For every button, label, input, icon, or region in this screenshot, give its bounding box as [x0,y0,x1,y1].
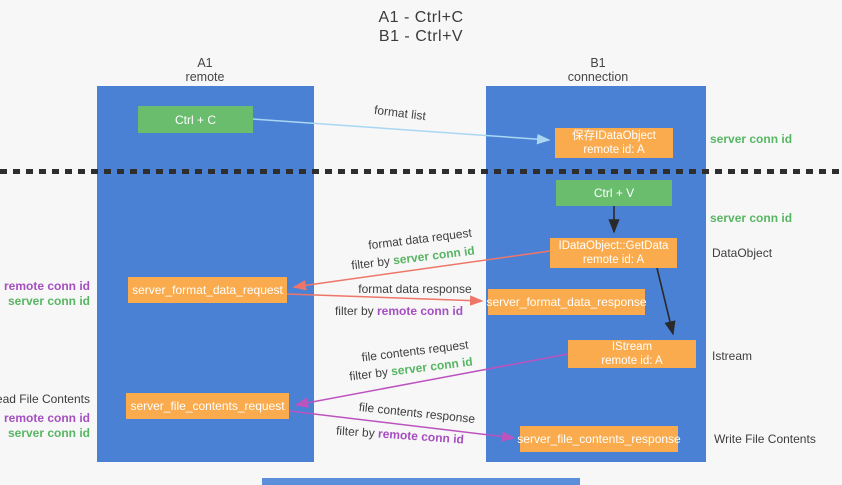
side-label-dataobject: DataObject [712,246,773,260]
title-line-2: B1 - Ctrl+V [378,28,464,45]
arrow-getdata-to-istream [656,267,676,336]
arrow-format-data-response [286,293,484,306]
side-label-server-conn-id-mid: server conn id [710,211,793,225]
edge-label-filter-by-remote-conn-1: filter by remote conn id [335,304,463,318]
node-server-file-contents-request: server_file_contents_request [126,393,289,419]
lane-a1-name: A1 [197,56,213,70]
node-ctrl-v-label: Ctrl + V [593,186,635,200]
node-server-format-data-request: server_format_data_request [128,277,287,303]
node-save-idataobject: 保存IDataObject remote id: A [555,128,673,158]
node-getdata-line1: IDataObject::GetData [558,240,669,252]
node-ctrl-c-label: Ctrl + C [174,112,216,127]
arrow-format-data-request [292,250,551,291]
arrow-file-contents-request [294,353,569,408]
diagram-title: A1 - Ctrl+C B1 - Ctrl+V [0,8,842,46]
lane-a1-role: remote [185,70,225,84]
node-format-request-label: server_format_data_request [132,283,283,297]
filter-by-text: filter by [335,423,376,441]
side-label-write-file-contents: Write File Contents [714,432,816,446]
lane-header-a1: A1 remote [125,56,285,84]
node-ctrl-c: Ctrl + C [138,106,253,133]
node-file-response-label: server_file_contents_response [517,432,681,446]
node-save-idataobject-line1: 保存IDataObject [572,130,656,142]
node-idataobject-getdata: IDataObject::GetData remote id: A [550,238,677,268]
arrow-format-list [252,118,551,145]
node-ctrl-v: Ctrl + V [556,180,672,206]
section-divider-dotted-line [0,169,842,174]
side-label-remote-conn-id-top: remote conn id [3,279,90,293]
node-istream-line2: remote id: A [601,355,663,367]
side-label-server-conn-id-left-top: server conn id [7,294,90,308]
node-format-response-label: server_format_data_response [486,295,647,309]
side-label-remote-conn-id-bottom: remote conn id [3,411,90,425]
node-server-file-contents-response: server_file_contents_response [517,426,681,452]
title-line-1: A1 - Ctrl+C [378,9,464,26]
edge-label-format-data-response: format data response [358,282,472,296]
node-save-idataobject-line2: remote id: A [583,144,645,156]
remote-conn-id-highlight: remote conn id [377,304,464,318]
node-file-request-label: server_file_contents_request [130,399,285,413]
lane-header-b1: B1 connection [518,56,678,84]
side-label-server-conn-id-left-bottom: server conn id [7,426,90,440]
side-label-read-file-contents: Read File Contents [0,392,90,406]
node-istream-line1: IStream [611,341,653,353]
side-label-server-conn-id-top: server conn id [710,132,793,146]
filter-by-text: filter by [334,304,374,318]
node-getdata-line2: remote id: A [582,254,645,266]
side-label-istream: Istream [712,349,753,363]
arrow-file-contents-response [288,410,516,442]
bottom-window-edge [262,478,580,485]
lane-b1-role: connection [567,70,629,84]
node-server-format-data-response: server_format_data_response [486,289,647,315]
node-istream: IStream remote id: A [568,340,696,368]
lane-b1-name: B1 [590,56,606,70]
